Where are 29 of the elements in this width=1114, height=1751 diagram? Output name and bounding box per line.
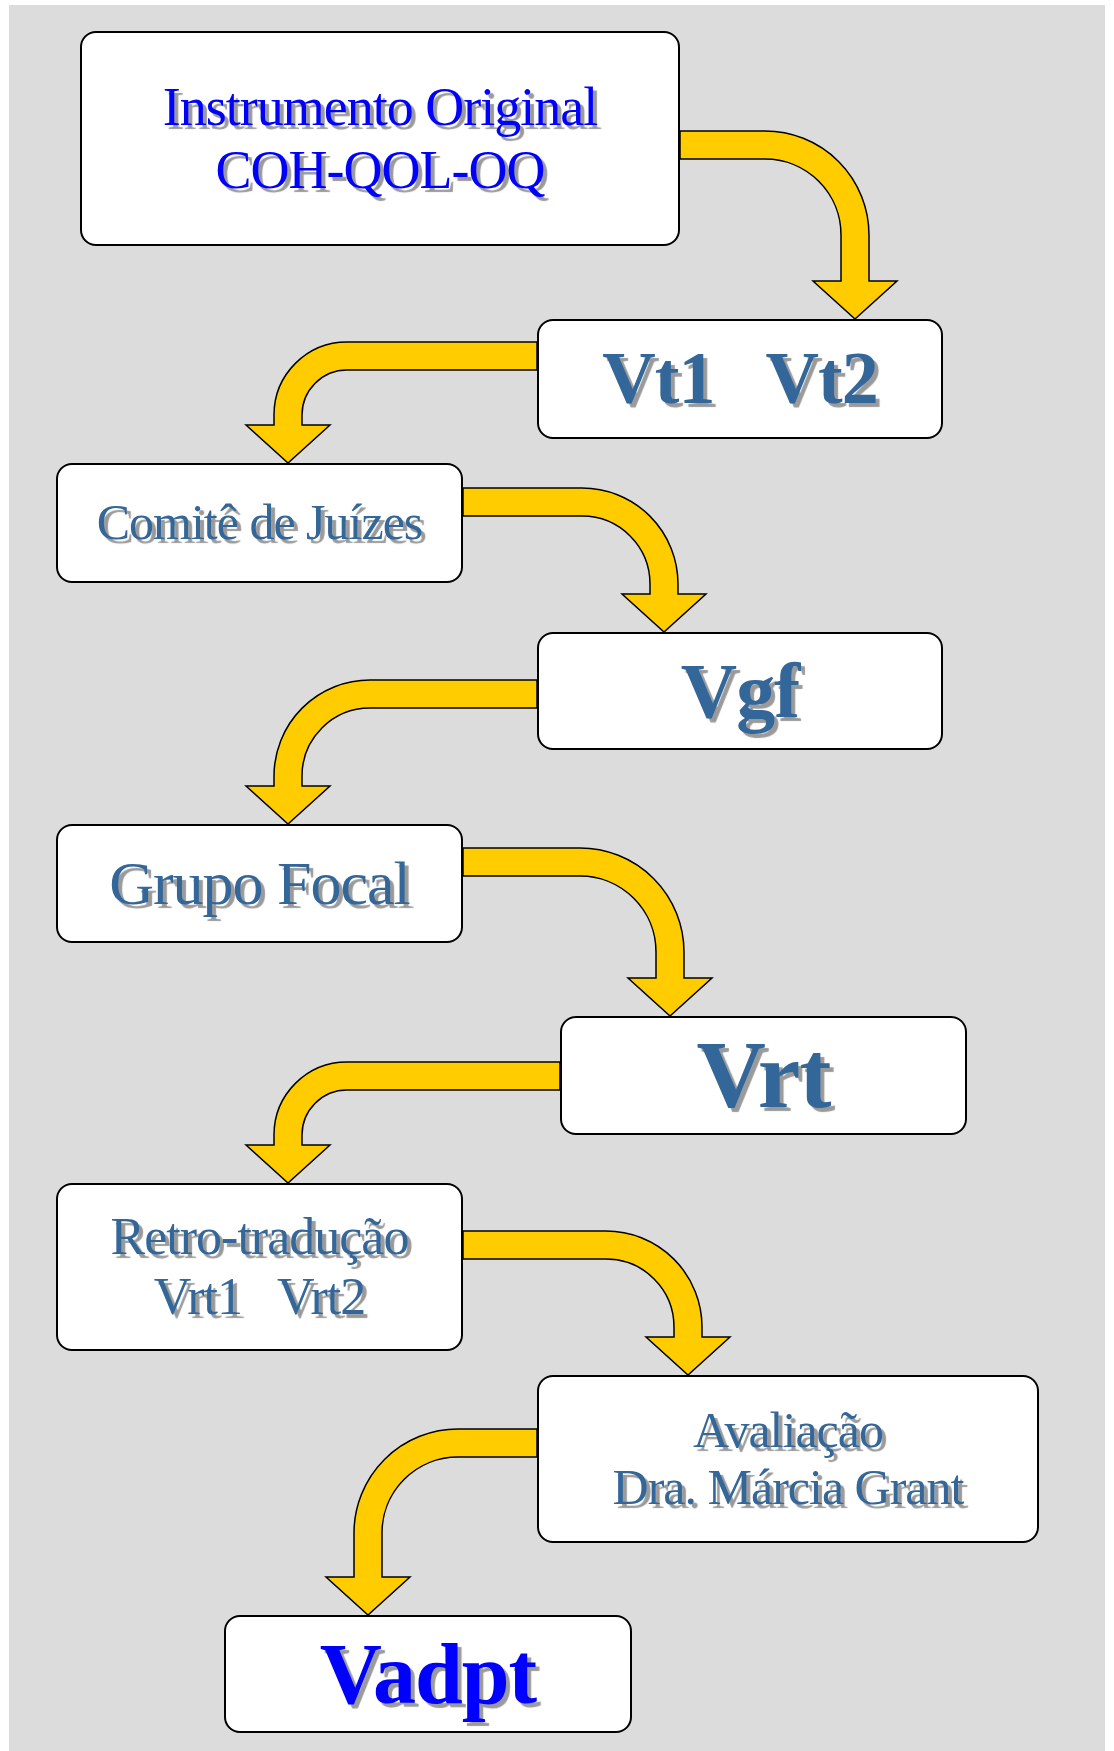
box-label: Vgf [680, 646, 800, 736]
box-label: Retro-tradução [110, 1207, 409, 1267]
box-label: COH-QOL-OQ [215, 138, 545, 201]
box-label: Instrumento Original [162, 76, 598, 139]
process-box [537, 632, 943, 750]
box-label: Grupo Focal [109, 847, 410, 919]
curved-arrow [245, 679, 538, 825]
process-box [224, 1615, 632, 1733]
curved-arrow [679, 130, 898, 320]
process-box [56, 824, 463, 943]
curved-arrow [462, 847, 713, 1017]
box-label: Vrt1 Vrt2 [153, 1267, 366, 1327]
curved-arrow [245, 341, 538, 464]
box-label: Vadpt [319, 1624, 537, 1724]
box-label: Comitê de Juízes [96, 494, 423, 552]
box-label: Dra. Márcia Grant [612, 1459, 964, 1517]
process-box [537, 319, 943, 439]
process-box [560, 1016, 967, 1135]
box-label: Vt1 Vt2 [602, 336, 878, 422]
curved-arrow [245, 1061, 561, 1184]
curved-arrow [462, 1230, 731, 1376]
curved-arrow [462, 487, 707, 633]
curved-arrow [325, 1428, 538, 1616]
box-label: Avaliação [693, 1401, 883, 1459]
process-box [56, 1183, 463, 1351]
process-box [537, 1375, 1039, 1543]
process-box [56, 463, 463, 583]
process-box [80, 31, 680, 246]
box-label: Vrt [696, 1020, 831, 1131]
